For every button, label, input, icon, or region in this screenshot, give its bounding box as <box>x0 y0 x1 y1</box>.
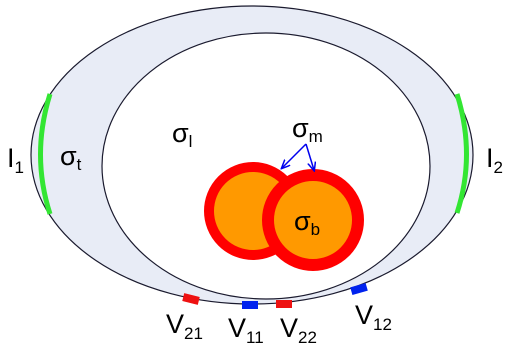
label-v21: V21 <box>166 309 203 343</box>
current-electrode-right <box>454 93 469 214</box>
label-v12: V12 <box>355 300 392 334</box>
label-v22: V22 <box>280 313 317 347</box>
voltage-electrode-v22 <box>276 300 292 308</box>
current-electrode-left <box>38 93 53 215</box>
membrane-arrow-right <box>305 143 314 170</box>
membrane-arrow-left <box>282 143 307 168</box>
label-sigma-lung: σl <box>172 118 192 151</box>
label-sigma-blood: σb <box>294 206 320 239</box>
label-sigma-torso: σt <box>60 141 82 174</box>
heart-chamber-right <box>262 169 364 271</box>
label-v11: V11 <box>228 313 264 347</box>
label-current-1: I1 <box>7 143 24 177</box>
voltage-electrode-v11 <box>242 301 258 309</box>
label-sigma-membrane: σm <box>292 113 323 146</box>
label-current-2: I2 <box>486 143 503 177</box>
heart <box>204 162 364 271</box>
voltage-electrode-v12 <box>350 282 368 296</box>
voltage-electrode-v21 <box>182 293 200 305</box>
